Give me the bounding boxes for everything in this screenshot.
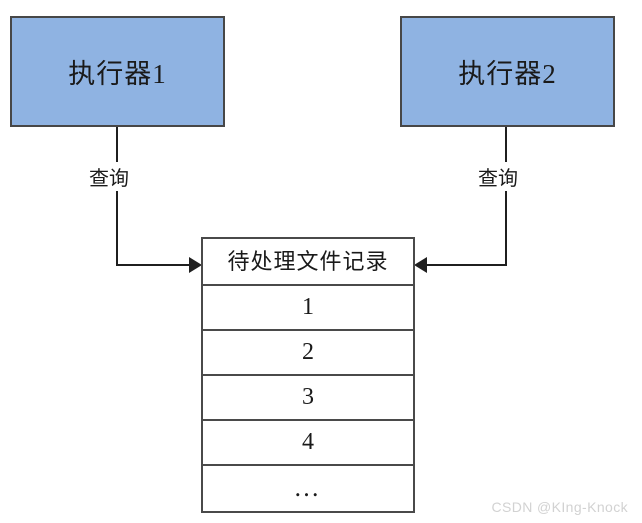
table-row: … (293, 473, 323, 502)
node-executor-2-label: 执行器2 (458, 59, 557, 89)
table-row: 4 (203, 421, 413, 466)
edge-executor1-vertical-line (116, 127, 118, 266)
watermark-text: CSDN @KIng-Knock (491, 499, 628, 515)
edge-executor1-horizontal-line (116, 264, 194, 266)
table-row: 2 (203, 331, 413, 376)
node-executor-1[interactable]: 执行器1 (10, 16, 225, 127)
table-row: 3 (203, 376, 413, 421)
record-table: 待处理文件记录 1 2 3 4 … (201, 237, 415, 513)
edge-executor1-label: 查询 (88, 162, 130, 191)
table-row: 1 (203, 286, 413, 331)
node-executor-2[interactable]: 执行器2 (400, 16, 615, 127)
edge-executor2-label: 查询 (477, 162, 519, 191)
arrow-right-icon (189, 257, 202, 273)
record-table-header: 待处理文件记录 (203, 239, 413, 286)
node-executor-1-label: 执行器1 (68, 59, 167, 89)
edge-executor2-horizontal-line (424, 264, 507, 266)
edge-executor2-vertical-line (505, 127, 507, 266)
arrow-left-icon (414, 257, 427, 273)
